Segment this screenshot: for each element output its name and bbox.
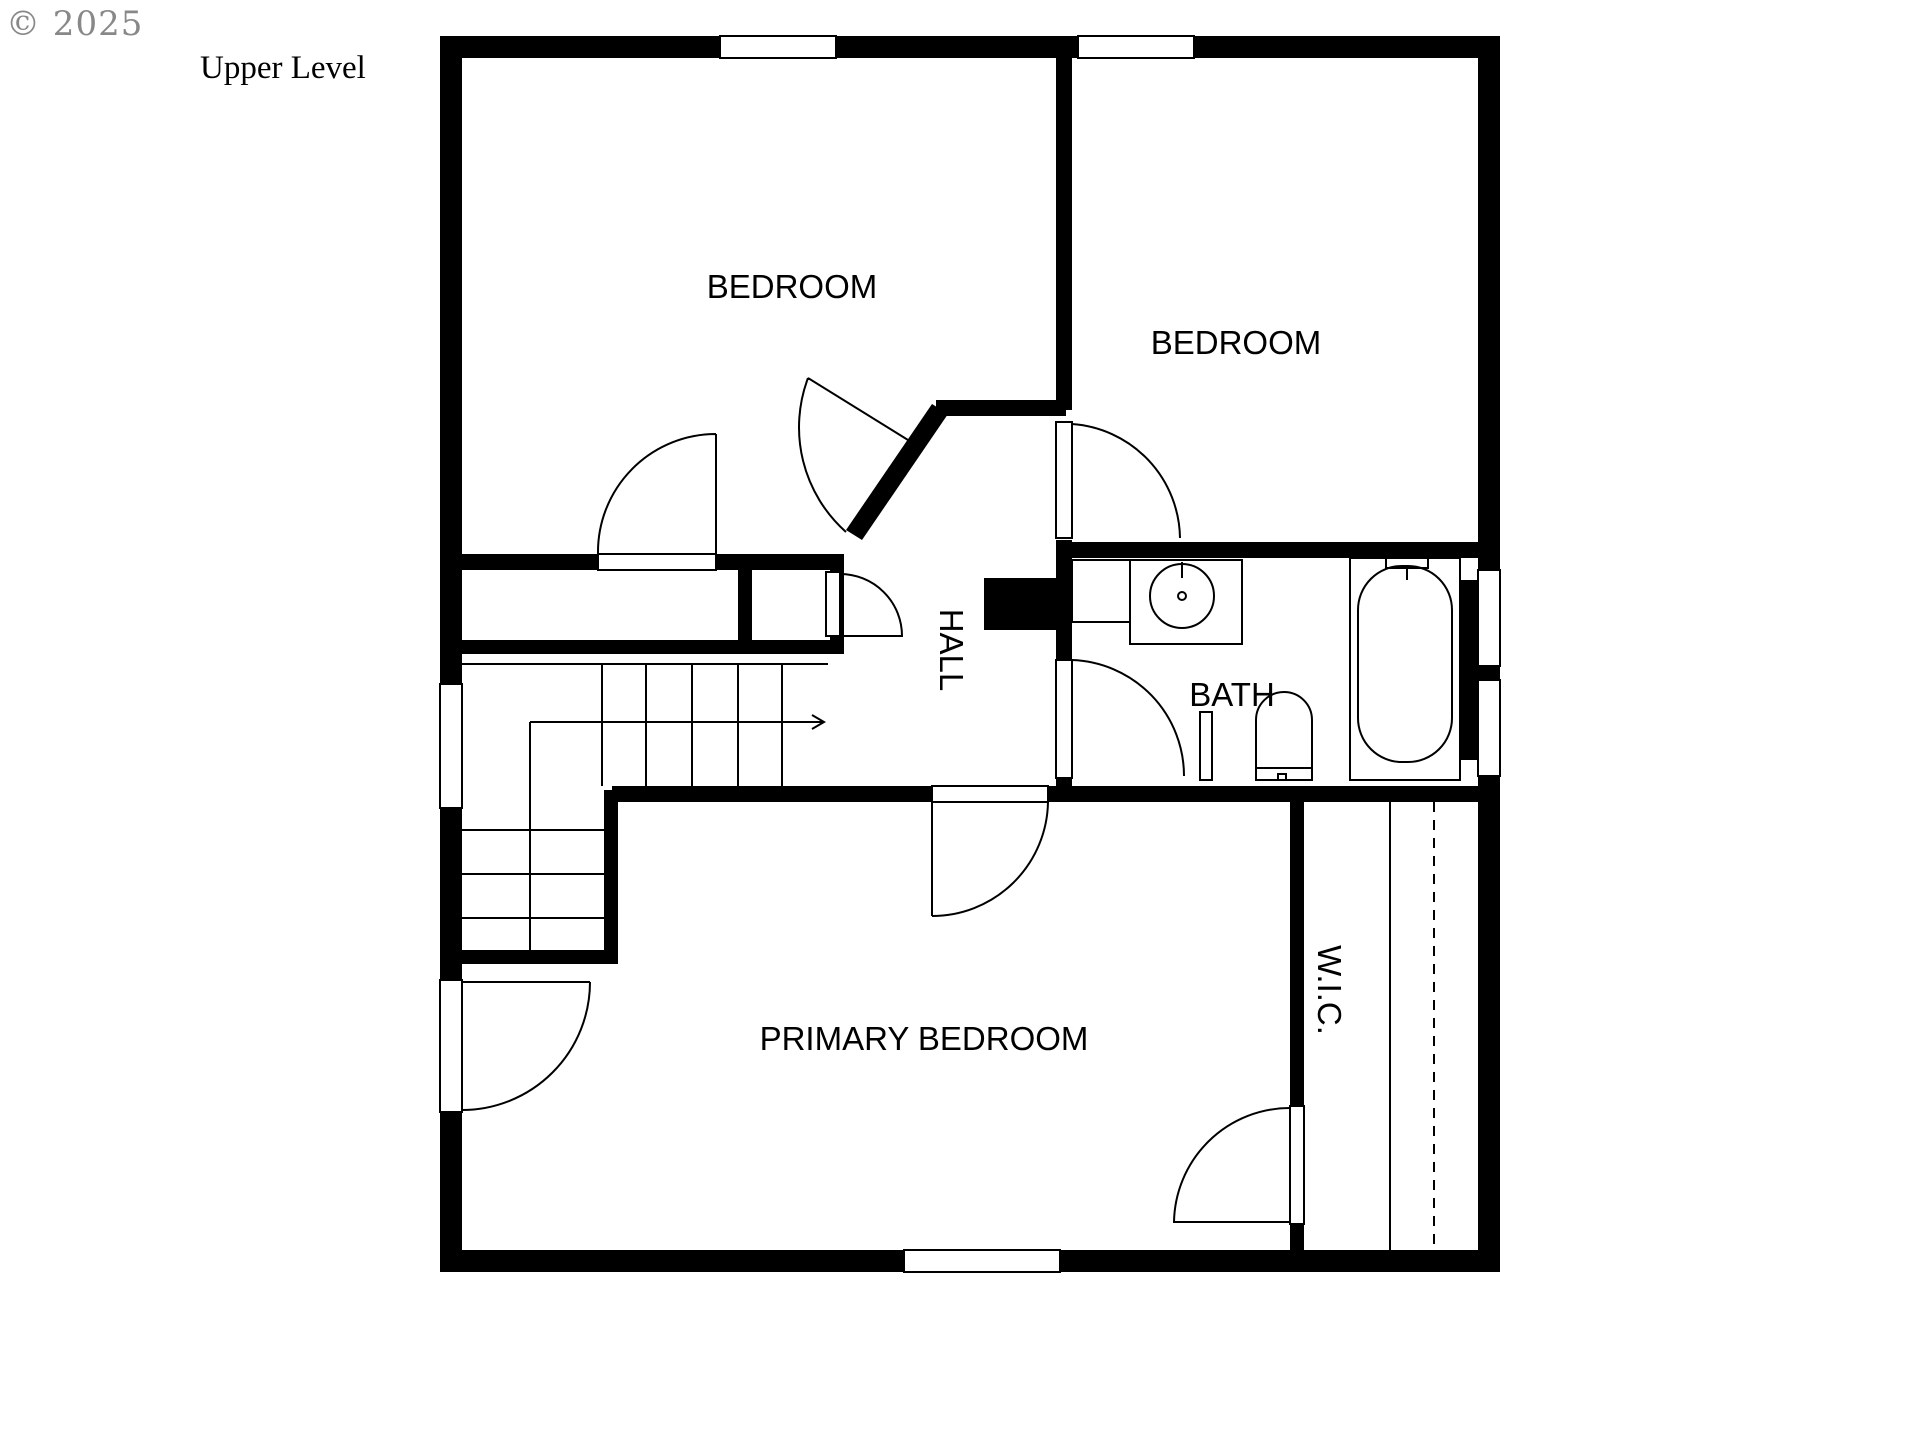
- door-swing-hall-closet: [839, 573, 904, 637]
- vanity: [1129, 559, 1243, 645]
- door-swing-wic: [1172, 1107, 1291, 1223]
- room-label-bath: BATH: [1189, 676, 1275, 713]
- window-top-left: [719, 35, 837, 59]
- door-swing-left-exterior: [461, 981, 591, 1111]
- room-label-bedroom-1: BEDROOM: [707, 268, 878, 305]
- chimney: [986, 578, 1044, 630]
- window-bath-lower: [1477, 679, 1501, 777]
- stairs: [462, 578, 1044, 950]
- door-swing-primary: [931, 801, 1049, 917]
- door-swing-bedroom-left: [596, 433, 717, 555]
- window-bath-upper: [1477, 569, 1501, 667]
- bathtub: [1349, 557, 1461, 781]
- wic-shelving: [1389, 802, 1435, 1250]
- door-swing-bath: [1071, 659, 1185, 778]
- window-top-right: [1077, 35, 1195, 59]
- room-label-hall: HALL: [933, 609, 970, 692]
- room-label-wic: W.I.C.: [1311, 945, 1348, 1035]
- door-swing-bedroom-angled: [798, 377, 909, 533]
- window-left: [439, 683, 463, 809]
- door-swings: [461, 377, 1291, 1223]
- copyright-mark: © 2025: [6, 4, 144, 44]
- towel-bar: [1199, 711, 1213, 781]
- level-title: Upper Level: [200, 50, 366, 86]
- bath-fixtures: [1071, 557, 1461, 781]
- window-bottom: [903, 1249, 1061, 1273]
- door-openings: [439, 421, 1305, 1225]
- door-swing-bedroom-right: [1071, 422, 1181, 539]
- room-label-primary-bedroom: PRIMARY BEDROOM: [760, 1020, 1089, 1057]
- toilet-icon: [1255, 691, 1313, 781]
- windows: [439, 35, 1501, 1273]
- room-label-bedroom-2: BEDROOM: [1151, 324, 1322, 361]
- stair-arrow-icon: [811, 714, 826, 730]
